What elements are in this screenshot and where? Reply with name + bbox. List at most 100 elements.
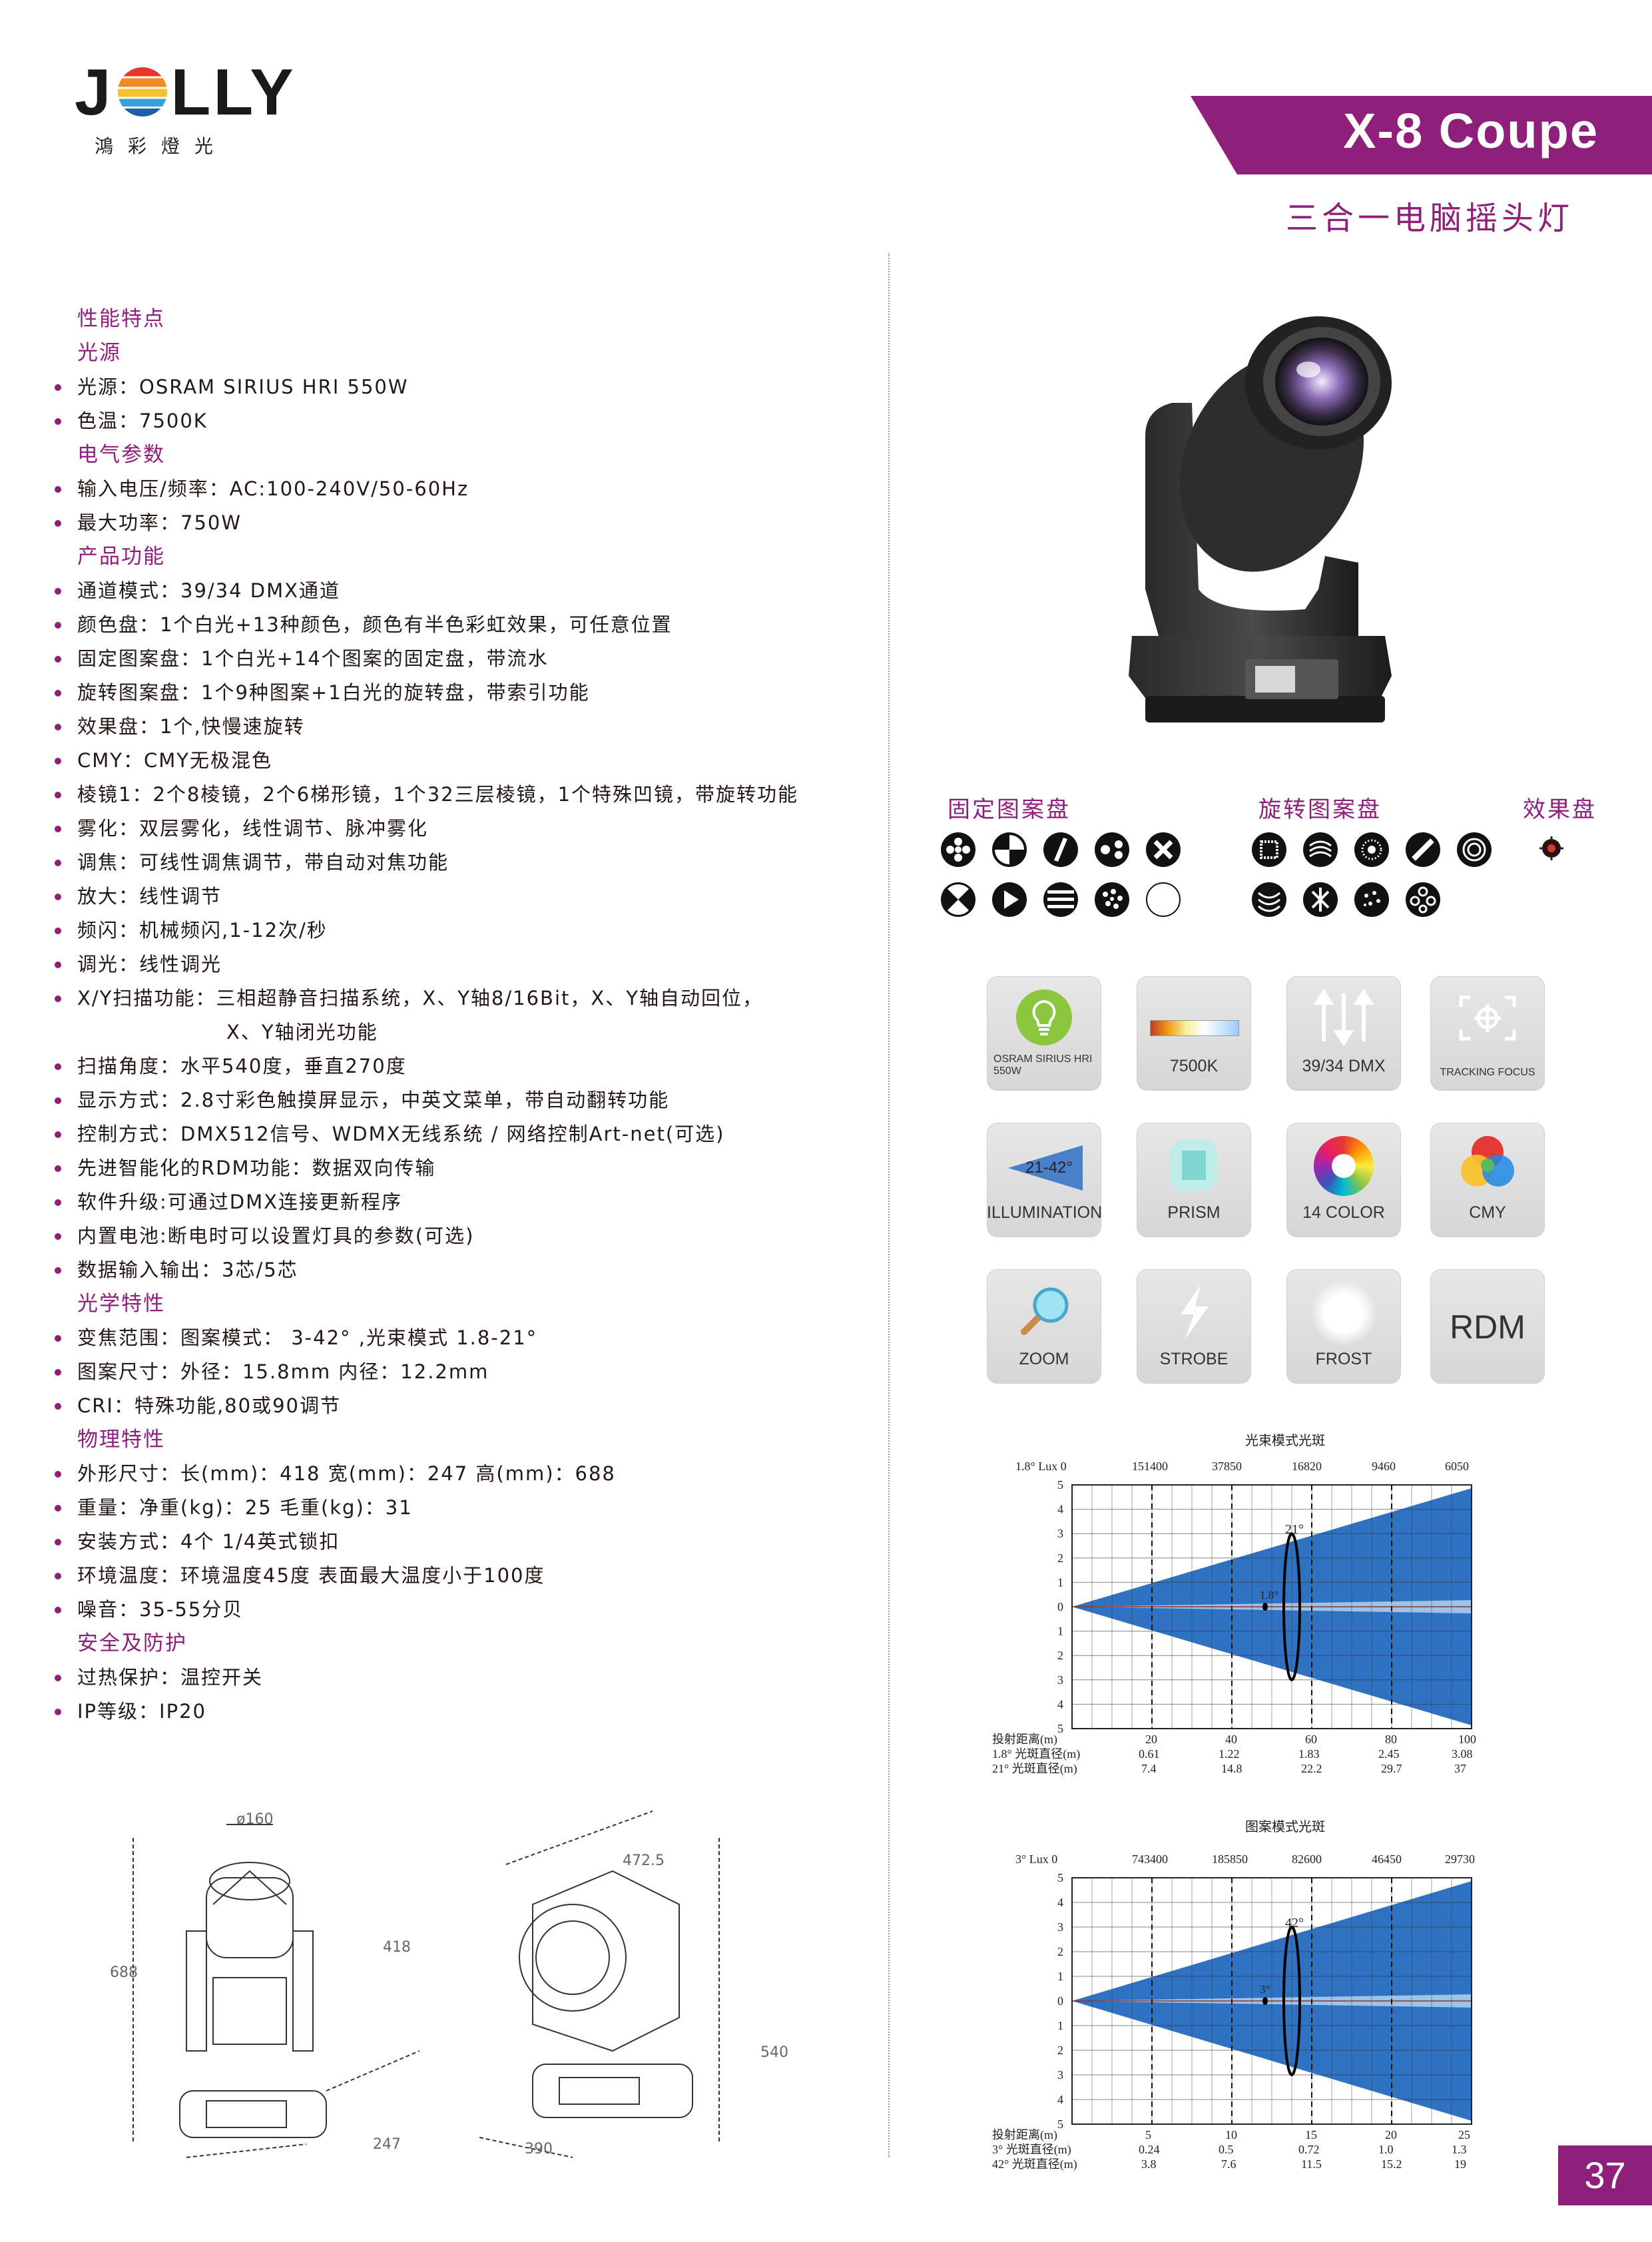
bullet-icon	[55, 1675, 61, 1681]
spec-text: 调光：线性调光	[77, 953, 222, 976]
row-label: 1.8° 光斑直径(m)	[992, 1747, 1080, 1761]
bullet-icon	[55, 1267, 61, 1274]
spec-text: 内置电池:断电时可以设置灯具的参数(可选)	[77, 1225, 475, 1247]
spec-text: 过热保护：温控开关	[77, 1666, 264, 1689]
rotating-gobo-9-icon	[1406, 882, 1440, 917]
rotating-gobo-1-icon	[1252, 832, 1286, 867]
spec-text: 旋转图案盘：1个9种图案+1白光的旋转盘，带索引功能	[77, 681, 590, 704]
spec-text: 环境温度：环境温度45度 表面最大温度小于100度	[77, 1564, 545, 1587]
spec-text: 雾化：双层雾化，线性调节、脉冲雾化	[77, 817, 429, 840]
fixed-gobo-6-icon	[941, 882, 975, 917]
lux-value: 6050	[1445, 1460, 1469, 1473]
lux-value: 29730	[1445, 1852, 1475, 1866]
row-label: 42° 光斑直径(m)	[992, 2157, 1077, 2171]
rotating-gobo-3-icon	[1354, 832, 1389, 867]
dimension-drawing-icon	[133, 1811, 720, 2158]
bullet-icon	[55, 1505, 61, 1512]
feature-label: FROST	[1315, 1350, 1372, 1368]
spec-text: 图案尺寸：外径：15.8mm 内径：12.2mm	[77, 1360, 489, 1383]
plot-frame	[1071, 1877, 1472, 2125]
distance-value: 10	[1225, 2128, 1237, 2141]
feature-label: STROBE	[1159, 1350, 1229, 1368]
spec-item: 数据输入输出：3芯/5芯	[55, 1253, 872, 1287]
feature-tile-prism: PRISM	[1137, 1123, 1251, 1237]
y-tick-label: 1	[1057, 1575, 1063, 1589]
small-diameter-value: 0.24	[1139, 2143, 1160, 2156]
y-tick-label: 4	[1057, 1896, 1063, 1909]
bullet-icon	[55, 486, 61, 493]
spec-item: 显示方式：2.8寸彩色触摸屏显示，中英文菜单，带自动翻转功能	[55, 1083, 872, 1117]
bullet-icon	[55, 588, 61, 595]
effect-wheel-heading: 效果盘	[1523, 796, 1597, 823]
large-diameter-value: 11.5	[1301, 2157, 1322, 2171]
beam-angle-icon	[1008, 1145, 1083, 1191]
bullet-icon	[55, 1471, 61, 1478]
bullet-icon	[55, 792, 61, 798]
spec-text: 噪音：35-55分贝	[77, 1598, 244, 1621]
feature-label: PRISM	[1167, 1203, 1221, 1222]
lux-value: 16820	[1292, 1460, 1322, 1473]
fixed-gobo-5-icon	[1146, 832, 1181, 867]
feature-tile-cmy: CMY	[1430, 1123, 1545, 1237]
brand-subtitle: 鴻彩燈光	[95, 135, 228, 157]
y-tick-label: 4	[1057, 2093, 1063, 2106]
spec-item: 固定图案盘：1个白光+14个图案的固定盘，带流水	[55, 642, 872, 676]
spec-item: 图案尺寸：外径：15.8mm 内径：12.2mm	[55, 1355, 872, 1389]
feature-label: ILLUMINATION	[987, 1203, 1103, 1222]
large-diameter-value: 37	[1454, 1762, 1466, 1775]
feature-label: ZOOM	[1019, 1350, 1069, 1368]
feature-tile-strobe: STROBE	[1137, 1269, 1251, 1384]
bullet-icon	[55, 860, 61, 866]
spec-item: 过热保护：温控开关	[55, 1661, 872, 1695]
angle-label-narrow: 3°	[1260, 1983, 1270, 1996]
spec-text: 电气参数	[77, 443, 165, 467]
product-photo	[1119, 303, 1412, 756]
spec-text: IP等级：IP20	[77, 1700, 206, 1723]
spec-section-heading: 电气参数	[60, 438, 872, 472]
feature-label: 39/34 DMX	[1302, 1057, 1386, 1075]
bullet-icon	[55, 724, 61, 730]
spec-text: 性能特点	[77, 307, 165, 331]
dimension-label: 390	[525, 2141, 553, 2157]
distance-value: 5	[1145, 2128, 1151, 2141]
feature-label: 14 COLOR	[1302, 1203, 1385, 1222]
bullet-icon	[55, 826, 61, 832]
y-tick-label: 2	[1057, 1945, 1063, 1958]
small-diameter-value: 1.83	[1298, 1747, 1320, 1761]
spec-item: 旋转图案盘：1个9种图案+1白光的旋转盘，带索引功能	[55, 676, 872, 710]
bullet-icon	[55, 962, 61, 968]
spec-item: 先进智能化的RDM功能：数据双向传输	[55, 1151, 872, 1185]
row-label: 3° 光斑直径(m)	[992, 2143, 1071, 2157]
column-divider	[888, 253, 890, 2157]
spec-text: 重量：净重(kg)：25 毛重(kg)：31	[77, 1496, 413, 1519]
large-diameter-value: 22.2	[1301, 1762, 1322, 1775]
rotating-gobo-7-icon	[1303, 882, 1338, 917]
spec-item: X/Y扫描功能：三相超静音扫描系统，X、Y轴8/16Bit，X、Y轴自动回位，	[55, 981, 872, 1015]
spec-text: 效果盘：1个,快慢速旋转	[77, 715, 305, 738]
distance-value: 15	[1305, 2128, 1317, 2141]
spec-item: 频闪：机械频闪,1-12次/秒	[55, 914, 872, 948]
bullet-icon	[55, 656, 61, 663]
y-tick-label: 5	[1057, 2117, 1063, 2131]
feature-tile-color: 14 COLOR	[1286, 1123, 1401, 1237]
rotating-gobo-6-icon	[1252, 882, 1286, 917]
distance-value: 60	[1305, 1733, 1317, 1746]
spec-item: IP等级：IP20	[55, 1695, 872, 1729]
fixed-gobo-open-icon	[1146, 882, 1181, 917]
product-title: X-8 Coupe	[1343, 103, 1599, 158]
dmx-arrows-icon	[1313, 988, 1374, 1047]
spec-text: 安装方式：4个 1/4英式锁扣	[77, 1530, 340, 1553]
spec-text: 产品功能	[77, 545, 165, 569]
moving-head-light-icon	[1129, 316, 1392, 722]
spec-text: 色温：7500K	[77, 410, 208, 432]
large-diameter-value: 15.2	[1381, 2157, 1402, 2171]
product-subtitle: 三合一电脑摇头灯	[1285, 200, 1573, 237]
small-diameter-value: 1.22	[1219, 1747, 1240, 1761]
spec-item: 重量：净重(kg)：25 毛重(kg)：31	[55, 1491, 872, 1525]
large-diameter-value: 7.6	[1221, 2157, 1237, 2171]
feature-label: OSRAM SIRIUS HRI 550W	[993, 1053, 1093, 1077]
rotating-gobo-2-icon	[1303, 832, 1338, 867]
bullet-icon	[55, 1063, 61, 1070]
bullet-icon	[55, 1131, 61, 1138]
